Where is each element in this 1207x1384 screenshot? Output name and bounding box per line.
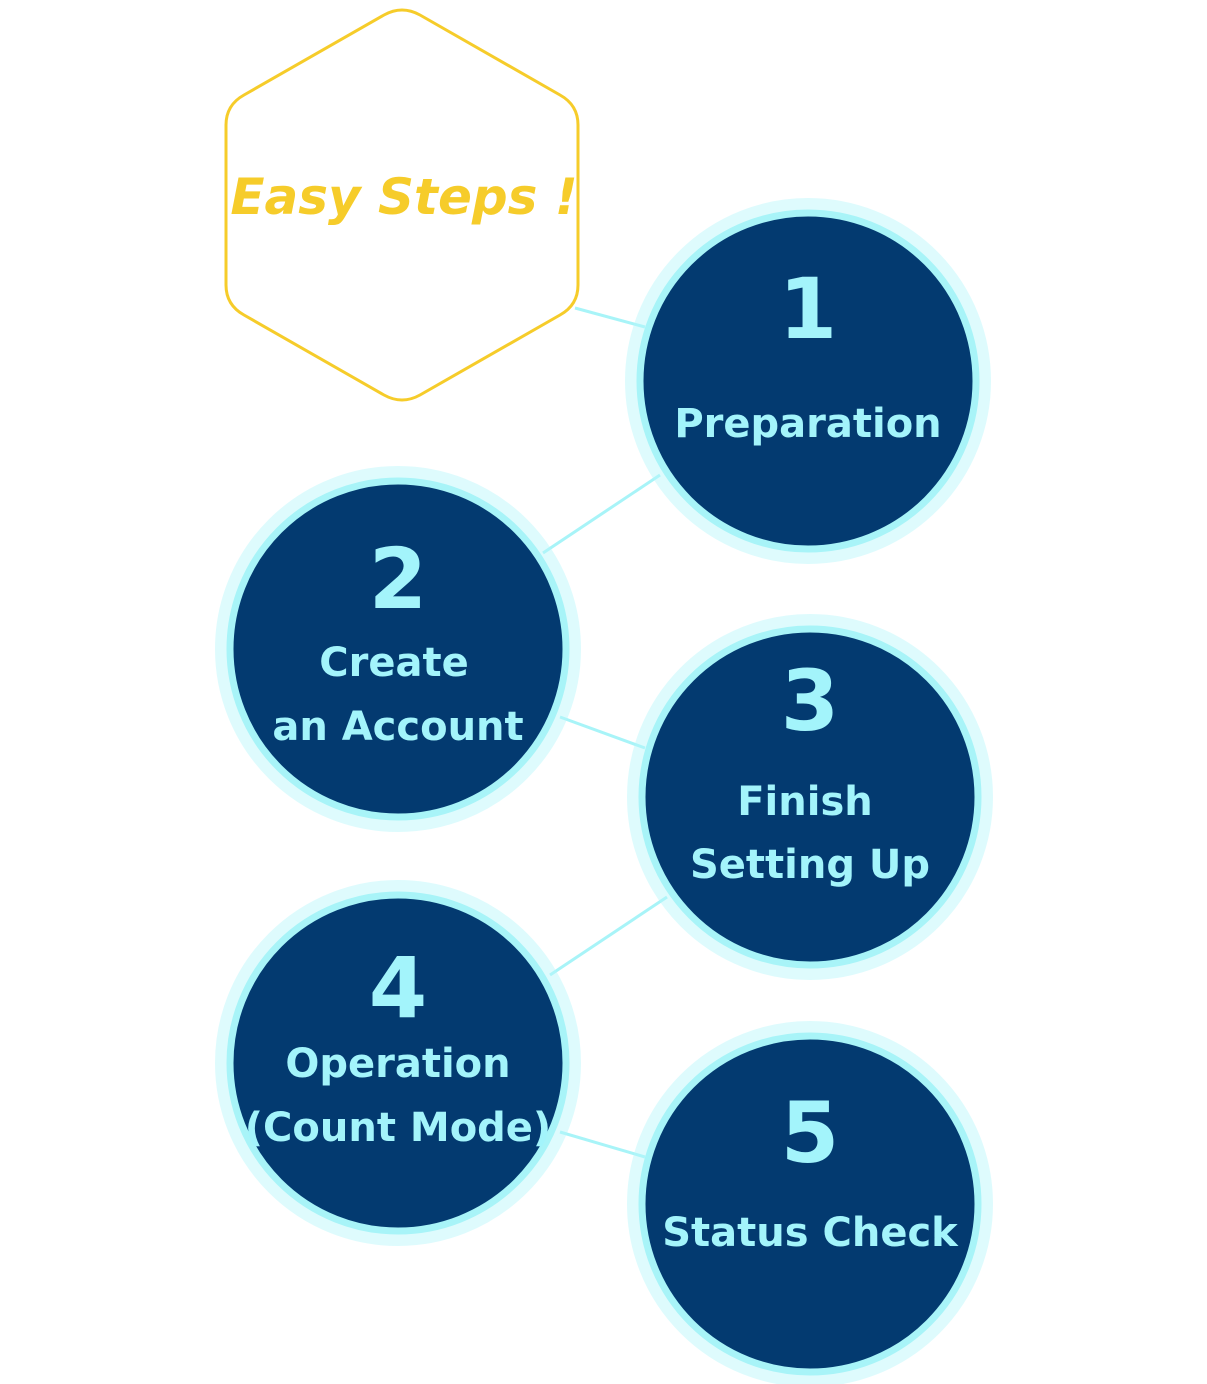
step-5-label-line-1: Status Check bbox=[662, 1210, 959, 1256]
step-5-number: 5 bbox=[781, 1084, 839, 1182]
step-3: 3 Finish Setting Up bbox=[627, 614, 993, 980]
step-2-circle bbox=[226, 477, 570, 821]
connector-1-2 bbox=[542, 473, 661, 555]
connectors bbox=[542, 306, 668, 1159]
step-1-circle bbox=[636, 209, 980, 553]
hexagon-outline bbox=[224, 8, 580, 402]
step-4-label-line-1: Operation bbox=[285, 1041, 510, 1087]
step-4-number: 4 bbox=[369, 939, 427, 1037]
step-2: 2 Create an Account bbox=[215, 466, 581, 832]
step-2-label-line-1: Create bbox=[319, 640, 468, 686]
step-4: 4 Operation (Count Mode) bbox=[215, 880, 581, 1246]
step-1-number: 1 bbox=[779, 260, 837, 358]
step-1-label-line-1: Preparation bbox=[674, 401, 941, 447]
connector-title-1 bbox=[574, 306, 646, 329]
title-hexagon: Easy Steps ! bbox=[224, 8, 580, 402]
connector-2-3 bbox=[559, 715, 646, 750]
step-4-circle bbox=[226, 891, 570, 1235]
step-2-label-line-2: an Account bbox=[272, 704, 523, 750]
step-2-number: 2 bbox=[369, 530, 427, 628]
step-4-label-line-2: (Count Mode) bbox=[245, 1105, 551, 1151]
step-3-label-line-1: Finish bbox=[737, 779, 873, 825]
diagram-title: Easy Steps ! bbox=[230, 168, 577, 226]
connector-4-5 bbox=[559, 1130, 646, 1159]
step-3-number: 3 bbox=[781, 652, 839, 750]
connector-3-4 bbox=[549, 895, 668, 977]
step-3-circle bbox=[638, 625, 982, 969]
step-5: 5 Status Check bbox=[627, 1021, 993, 1384]
step-5-circle bbox=[638, 1032, 982, 1376]
step-3-label-line-2: Setting Up bbox=[690, 842, 930, 888]
step-1: 1 Preparation bbox=[625, 198, 991, 564]
